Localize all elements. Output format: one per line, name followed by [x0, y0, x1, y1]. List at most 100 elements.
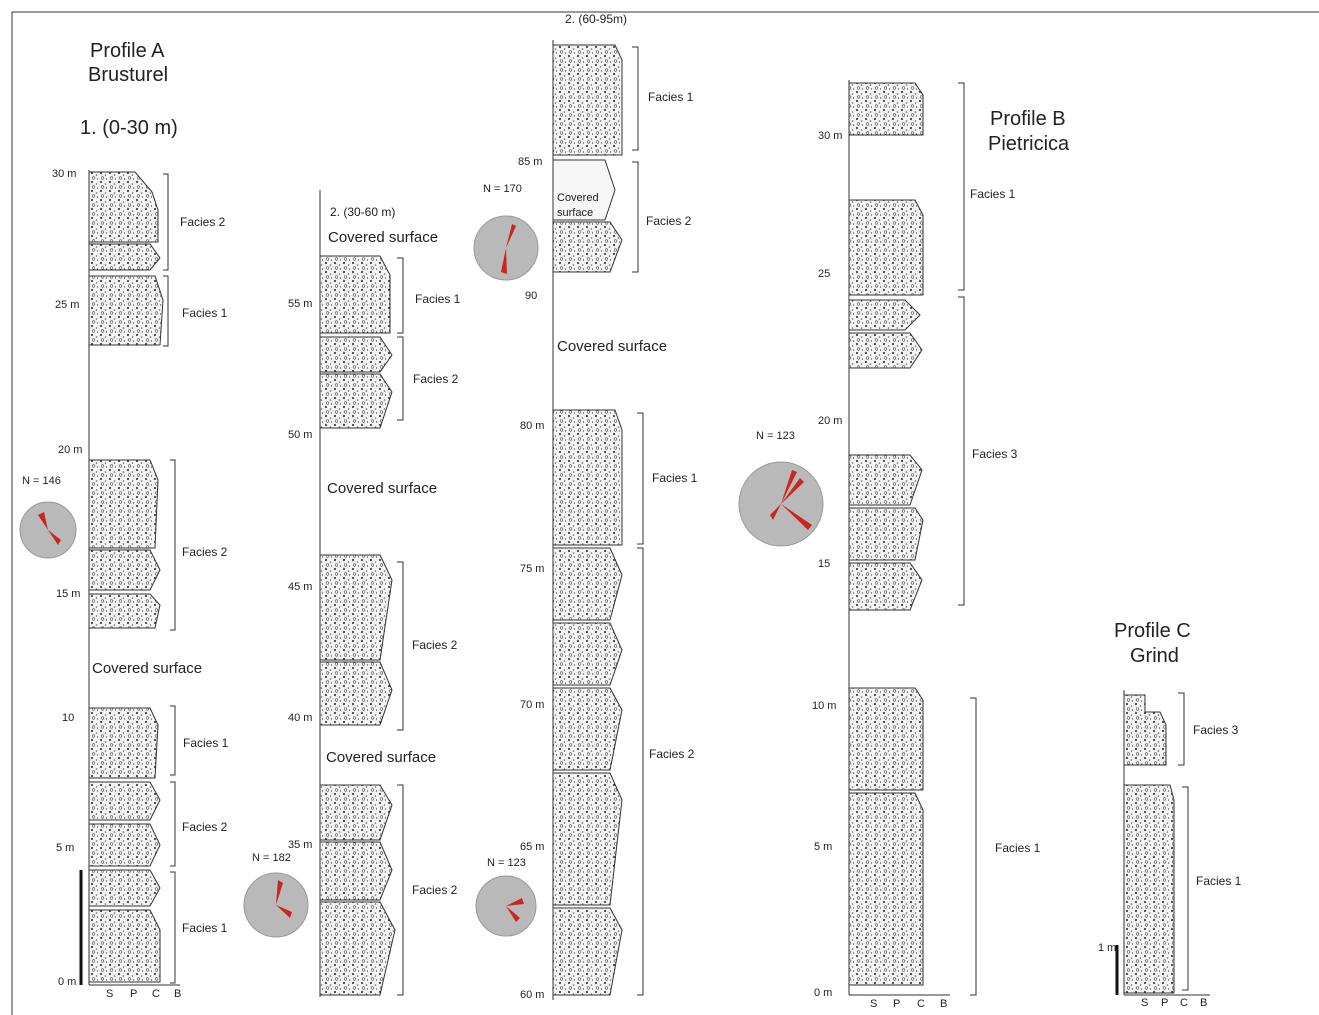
bed — [849, 333, 922, 368]
rose-diagram: N = 123 — [476, 857, 536, 936]
profile-a-title: Profile A — [90, 40, 165, 62]
bed — [320, 842, 392, 900]
facies-label: Facies 1 — [182, 921, 228, 935]
grain-axis-label: C — [152, 988, 160, 1000]
scale-label: 40 m — [288, 712, 312, 724]
rose-diagram: N = 170 — [474, 183, 538, 280]
scale-label: 20 m — [818, 415, 842, 427]
scale-label: 20 m — [58, 444, 82, 456]
column-a — [81, 170, 180, 985]
profile-b-subtitle: Pietricica — [988, 133, 1070, 155]
grain-axis-label: B — [1200, 997, 1207, 1009]
covered-surface-label: Covered surface — [92, 660, 202, 677]
scale-label: 60 m — [520, 989, 544, 1001]
bed — [89, 244, 160, 270]
scale-label: 35 m — [288, 839, 312, 851]
facies-label: Facies 1 — [1196, 874, 1242, 888]
bed — [89, 870, 160, 906]
facies-label: Facies 2 — [649, 747, 695, 761]
rose-diagram: N = 146 — [20, 475, 76, 558]
scale-label: 10 — [62, 712, 74, 724]
column-a2 — [320, 190, 403, 997]
scale-label: 75 m — [520, 563, 544, 575]
column-b — [849, 80, 976, 995]
bed — [849, 563, 922, 610]
grain-axis-label: P — [893, 998, 900, 1010]
bed — [553, 45, 622, 155]
facies-label: Facies 3 — [1193, 723, 1239, 737]
section-1-label: 1. (0-30 m) — [80, 117, 178, 139]
grain-axis-label: P — [1161, 997, 1168, 1009]
rose-label: N = 182 — [252, 852, 291, 864]
bed — [89, 276, 163, 345]
profile-a-subtitle: Brusturel — [88, 64, 168, 86]
rose-label: N = 170 — [483, 183, 522, 195]
facies-label: Facies 2 — [646, 214, 692, 228]
facies-label: Facies 1 — [652, 471, 698, 485]
scale-label: 30 m — [818, 130, 842, 142]
profile-c-subtitle: Grind — [1130, 645, 1179, 667]
grain-axis-label: S — [106, 988, 113, 1000]
scale-label: 85 m — [518, 156, 542, 168]
bed — [849, 83, 923, 135]
bed — [320, 662, 392, 725]
column-a3 — [553, 40, 643, 1000]
bed — [849, 688, 923, 790]
bed — [553, 623, 622, 685]
bed — [320, 337, 392, 372]
bed — [849, 200, 923, 295]
bed — [849, 793, 923, 985]
bed — [89, 708, 158, 778]
profile-c-title: Profile C — [1114, 620, 1191, 642]
scale-label: 0 m — [58, 976, 76, 988]
bed — [1124, 695, 1166, 765]
rose-diagram: N = 182 — [244, 852, 308, 937]
scale-label: 1 m — [1098, 942, 1116, 954]
grain-axis-label: S — [1141, 997, 1148, 1009]
bed — [553, 222, 622, 272]
scale-label: 15 — [818, 558, 830, 570]
scale-label: 70 m — [520, 699, 544, 711]
scale-label: 5 m — [814, 841, 832, 853]
facies-label: Facies 1 — [183, 736, 229, 750]
section-2-label: 2. (30-60 m) — [330, 205, 395, 219]
bed — [553, 908, 622, 995]
rose-label: N = 123 — [756, 430, 795, 442]
facies-label: Facies 2 — [413, 372, 459, 386]
grain-axis-label: P — [130, 988, 137, 1000]
bed — [89, 594, 160, 628]
facies-label: Facies 1 — [415, 292, 461, 306]
bed — [553, 773, 622, 905]
scale-label: 50 m — [288, 429, 312, 441]
facies-label: Facies 2 — [412, 883, 458, 897]
bed — [89, 824, 160, 866]
scale-label: 5 m — [56, 842, 74, 854]
scale-label: 30 m — [52, 168, 76, 180]
bed — [320, 555, 392, 660]
scale-label: 45 m — [288, 581, 312, 593]
scale-label: 10 m — [812, 700, 836, 712]
bed — [89, 460, 158, 548]
bed — [320, 785, 392, 840]
covered-surface-label: Covered surface — [557, 338, 667, 355]
covered-surface-small: surface — [557, 207, 593, 219]
rose-diagram: N = 123 — [739, 430, 823, 546]
bed — [849, 300, 920, 330]
grain-axis-label: B — [174, 988, 181, 1000]
facies-label: Facies 2 — [180, 215, 226, 229]
bed — [849, 455, 922, 505]
scale-label: 90 — [525, 290, 537, 302]
facies-label: Facies 1 — [970, 187, 1016, 201]
facies-label: Facies 1 — [995, 841, 1041, 855]
grain-axis-label: S — [870, 998, 877, 1010]
bed — [89, 550, 160, 590]
section-3-label: 2. (60-95m) — [565, 12, 627, 26]
facies-label: Facies 2 — [182, 545, 228, 559]
facies-label: Facies 1 — [648, 90, 694, 104]
scale-label: 65 m — [520, 841, 544, 853]
bed — [89, 782, 160, 820]
scale-label: 80 m — [520, 420, 544, 432]
profile-b-title: Profile B — [990, 108, 1066, 130]
rose-label: N = 146 — [22, 475, 61, 487]
